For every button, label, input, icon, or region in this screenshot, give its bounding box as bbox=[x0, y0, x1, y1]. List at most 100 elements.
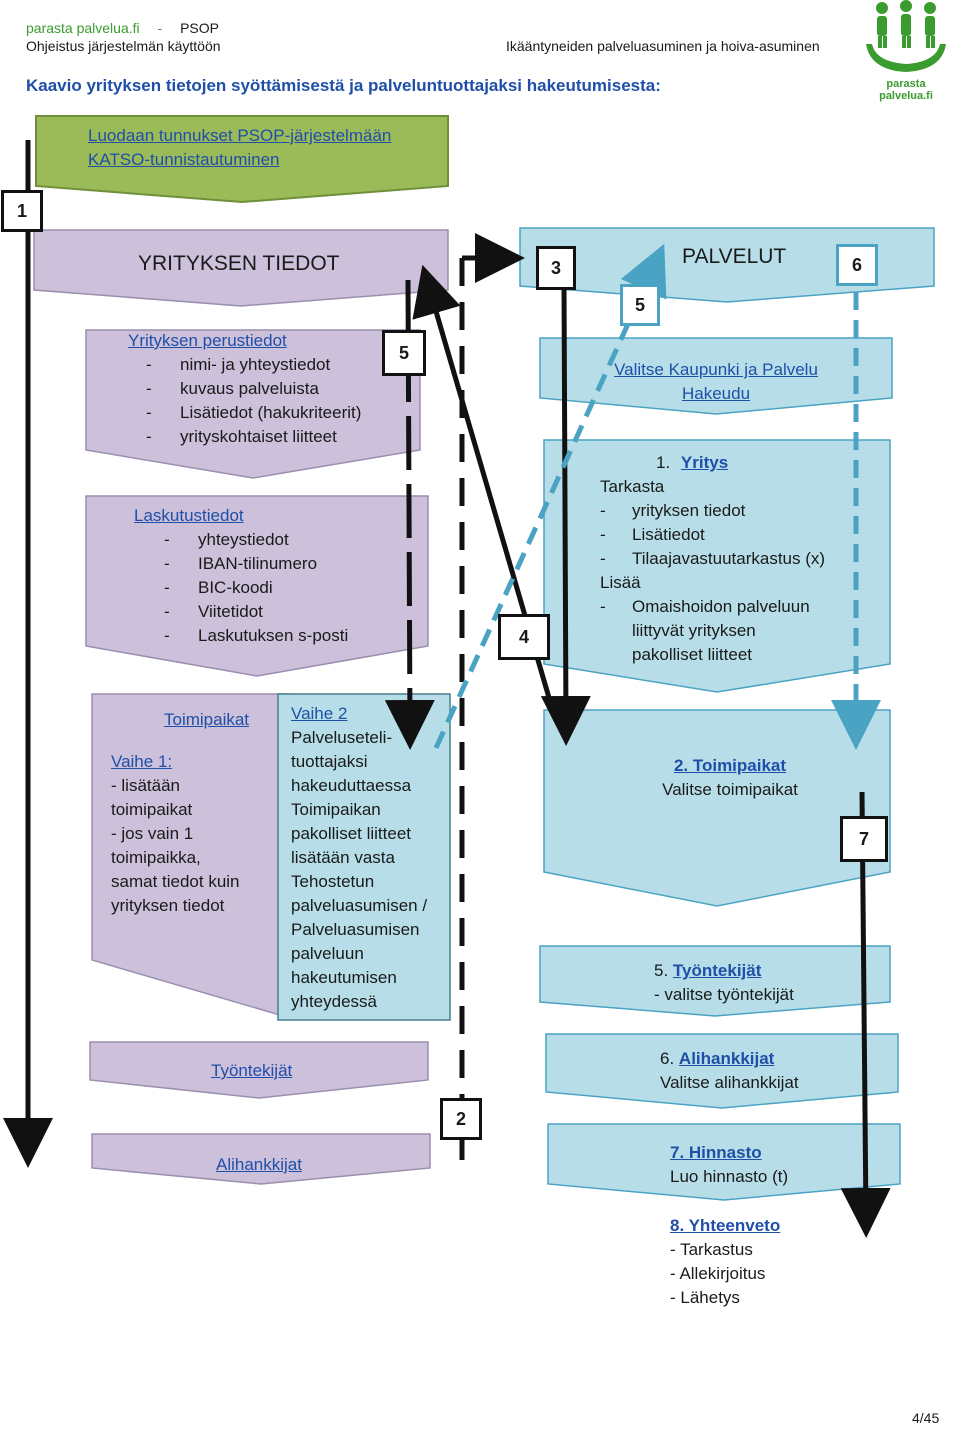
tyontekijat-right-heading: 5. Työntekijät bbox=[654, 959, 794, 983]
alihankkijat-left-link[interactable]: Alihankkijat bbox=[216, 1155, 302, 1174]
list-item: IBAN-tilinumero bbox=[164, 552, 404, 576]
top-box-line2[interactable]: KATSO-tunnistautuminen bbox=[88, 150, 280, 169]
toimipaikat-vaihe1: Vaihe 1: - lisätään toimipaikat - jos va… bbox=[111, 750, 281, 918]
yritys: 1. Yritys Tarkasta yrityksen tiedot Lisä… bbox=[600, 451, 870, 667]
header-subtitle: Ohjeistus järjestelmän käyttöön bbox=[26, 38, 221, 54]
arrow-3 bbox=[540, 283, 591, 746]
yritys-heading: 1. Yritys bbox=[600, 451, 870, 475]
alihankkijat-left: Alihankkijat bbox=[216, 1153, 302, 1177]
alihankkijat-right-line: Valitse alihankkijat bbox=[660, 1073, 799, 1092]
vaihe2-line: Palveluseteli- bbox=[291, 728, 393, 747]
marker-6: 6 bbox=[836, 244, 878, 286]
list-item: Viitetidot bbox=[164, 600, 404, 624]
list-item: yrityksen tiedot bbox=[600, 499, 870, 523]
yritys-num: 1. bbox=[656, 453, 671, 472]
vaihe2-line: Toimipaikan bbox=[291, 800, 381, 819]
header-system: PSOP bbox=[180, 20, 219, 36]
left-title-box bbox=[33, 229, 449, 307]
yhteenveto-title[interactable]: 8. Yhteenveto bbox=[670, 1216, 781, 1235]
vaihe1-line: toimipaikat bbox=[111, 800, 193, 819]
toimipaikat-right-box bbox=[543, 709, 891, 907]
vaihe2-line: Palveluasumisen bbox=[291, 920, 420, 939]
yhteenveto-line: - Tarkastus bbox=[670, 1240, 753, 1259]
list-item: Lisätiedot (hakukriteerit) bbox=[146, 401, 408, 425]
marker-4: 4 bbox=[498, 614, 550, 660]
list-item: Tilaajavastuutarkastus (x) bbox=[600, 547, 870, 571]
marker-1: 1 bbox=[1, 190, 43, 232]
valitse-line1[interactable]: Valitse Kaupunki ja Palvelu bbox=[614, 360, 818, 379]
marker-5-left: 5 bbox=[382, 330, 426, 376]
toimipaikat-title: Toimipaikat bbox=[164, 708, 249, 732]
vaihe1-line: samat tiedot kuin bbox=[111, 872, 240, 891]
vaihe2-line: yhteydessä bbox=[291, 992, 377, 1011]
tyontekijat-box bbox=[89, 1041, 429, 1099]
yhteenveto-line: - Allekirjoitus bbox=[670, 1264, 766, 1283]
arrow-5-blue bbox=[433, 243, 667, 750]
vaihe2-line: palveluun bbox=[291, 944, 364, 963]
list-item: BIC-koodi bbox=[164, 576, 404, 600]
toimipaikat-right: 2. Toimipaikat Valitse toimipaikat bbox=[544, 754, 916, 802]
alihankkijat-right-box bbox=[545, 1033, 899, 1109]
page-heading: Kaavio yrityksen tietojen syöttämisestä … bbox=[26, 76, 661, 95]
laskutus-list: yhteystiedot IBAN-tilinumero BIC-koodi V… bbox=[164, 528, 404, 648]
yhteenveto-line: - Lähetys bbox=[670, 1288, 740, 1307]
vaihe1-line: yrityksen tiedot bbox=[111, 896, 225, 915]
tyontekijat-left-link[interactable]: Työntekijät bbox=[211, 1061, 293, 1080]
marker-2: 2 bbox=[440, 1098, 482, 1140]
header-site: parasta palvelua.fi - PSOP bbox=[26, 20, 219, 36]
perustiedot: Yrityksen perustiedot nimi- ja yhteystie… bbox=[128, 329, 408, 449]
tyontekijat-left: Työntekijät bbox=[211, 1059, 292, 1083]
valitse: Valitse Kaupunki ja Palvelu Hakeudu bbox=[540, 358, 892, 406]
marker-5-blue: 5 bbox=[620, 284, 660, 326]
alihankkijat-right-title[interactable]: Alihankkijat bbox=[678, 1049, 775, 1068]
tyontekijat-right: 5. Työntekijät - valitse työntekijät bbox=[654, 959, 794, 1007]
list-item: Laskutuksen s-posti bbox=[164, 624, 404, 648]
top-box-text: Luodaan tunnukset PSOP-järjestelmään KAT… bbox=[88, 124, 391, 172]
yritys-tarkasta: Tarkasta bbox=[600, 477, 665, 496]
vaihe2-line: palveluasumisen / bbox=[291, 896, 428, 915]
vaihe2-line: Tehostetun bbox=[291, 872, 375, 891]
right-title: PALVELUT bbox=[682, 245, 787, 268]
list-item: Omaishoidon palveluun liittyvät yritykse… bbox=[600, 595, 830, 667]
vaihe1-line: - jos vain 1 bbox=[111, 824, 194, 843]
list-item: yrityskohtaiset liitteet bbox=[146, 425, 408, 449]
toimipaikat-title-link[interactable]: Toimipaikat bbox=[164, 710, 250, 729]
header-right-title: Ikääntyneiden palveluasuminen ja hoiva-a… bbox=[506, 38, 820, 54]
list-item: yhteystiedot bbox=[164, 528, 404, 552]
laskutus-title[interactable]: Laskutustiedot bbox=[134, 506, 244, 525]
logo-figures-icon bbox=[866, 0, 946, 72]
yritys-lisaa-list: Omaishoidon palveluun liittyvät yritykse… bbox=[600, 595, 830, 667]
header-site-name: parasta palvelua.fi bbox=[26, 20, 140, 36]
yritys-title[interactable]: Yritys bbox=[680, 453, 729, 472]
yritys-tarkasta-list: yrityksen tiedot Lisätiedot Tilaajavastu… bbox=[600, 499, 870, 571]
vaihe2-line: hakeutumisen bbox=[291, 968, 397, 987]
hinnasto: 7. Hinnasto Luo hinnasto (t) bbox=[670, 1141, 788, 1189]
vaihe1-title[interactable]: Vaihe 1: bbox=[111, 752, 173, 771]
valitse-line2[interactable]: Hakeudu bbox=[681, 384, 751, 403]
vaihe1-line: toimipaikka, bbox=[111, 848, 201, 867]
vaihe2-line: pakolliset liitteet bbox=[291, 824, 412, 843]
hinnasto-line: Luo hinnasto (t) bbox=[670, 1167, 789, 1186]
alihankkijat-box bbox=[91, 1133, 431, 1185]
laskutus: Laskutustiedot yhteystiedot IBAN-tilinum… bbox=[134, 504, 404, 648]
tyontekijat-right-title[interactable]: Työntekijät bbox=[672, 961, 762, 980]
list-item: nimi- ja yhteystiedot bbox=[146, 353, 408, 377]
toimipaikat-right-title[interactable]: 2. Toimipaikat bbox=[673, 756, 787, 775]
header-separator: - bbox=[157, 20, 163, 36]
perustiedot-title[interactable]: Yrityksen perustiedot bbox=[128, 331, 287, 350]
tyontekijat-right-box bbox=[539, 945, 891, 1017]
left-title: YRITYKSEN TIEDOT bbox=[138, 252, 340, 275]
alihankkijat-right: 6. Alihankkijat Valitse alihankkijat bbox=[660, 1047, 799, 1095]
tyontekijat-right-num: 5. bbox=[654, 961, 669, 980]
hinnasto-title[interactable]: 7. Hinnasto bbox=[670, 1143, 762, 1162]
list-item: kuvaus palveluista bbox=[146, 377, 408, 401]
valitse-box bbox=[539, 337, 893, 415]
top-box-line1[interactable]: Luodaan tunnukset PSOP-järjestelmään bbox=[88, 126, 392, 145]
list-item: Lisätiedot bbox=[600, 523, 870, 547]
vaihe2-title[interactable]: Vaihe 2 bbox=[291, 704, 348, 723]
alihankkijat-right-heading: 6. Alihankkijat bbox=[660, 1047, 799, 1071]
vaihe2-line: lisätään vasta bbox=[291, 848, 395, 867]
alihankkijat-right-num: 6. bbox=[660, 1049, 675, 1068]
vaihe2: Vaihe 2 Palveluseteli- tuottajaksi hakeu… bbox=[291, 702, 447, 1014]
